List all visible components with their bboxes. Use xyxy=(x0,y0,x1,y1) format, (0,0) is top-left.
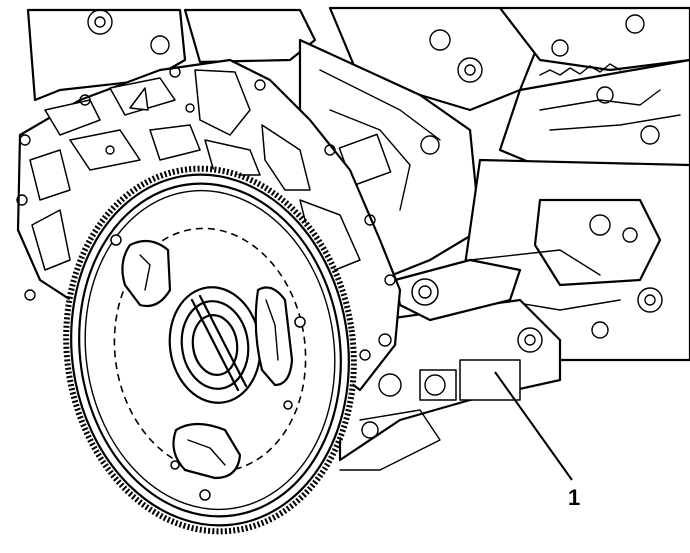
callout-1: 1 xyxy=(494,371,580,510)
callout-leader-line xyxy=(494,371,573,481)
flywheel-cutout xyxy=(254,286,294,387)
flywheel xyxy=(63,165,357,535)
callout-number: 1 xyxy=(568,485,580,510)
flywheel-cutout xyxy=(121,239,172,308)
flywheel-cutout xyxy=(172,422,242,480)
